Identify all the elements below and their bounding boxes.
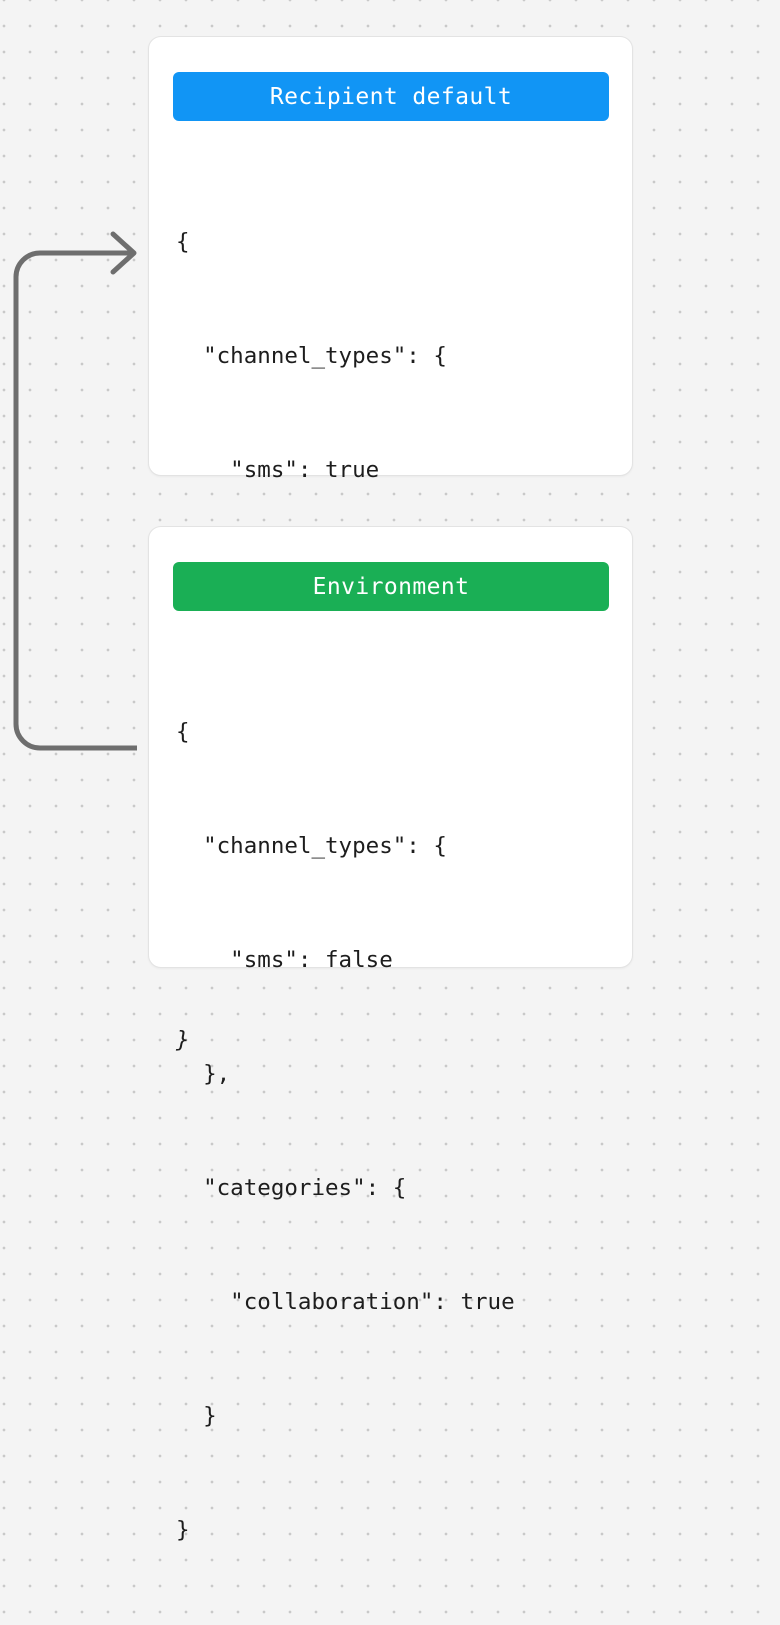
card-header-label: Recipient default [269, 83, 513, 110]
code-line: "channel_types": { [176, 343, 447, 369]
code-line: "categories": { [176, 1175, 407, 1201]
code-line: }, [176, 1061, 231, 1087]
card-header-environment: Environment [173, 562, 609, 611]
connector-path [13, 250, 137, 751]
code-line: } [176, 1403, 217, 1429]
code-line: "sms": false [176, 947, 393, 973]
code-line: { [176, 229, 190, 255]
code-line: "sms": true [176, 457, 380, 483]
arrowhead-icon [110, 231, 137, 275]
diagram-canvas: Recipient default { "channel_types": { "… [13, 36, 633, 1543]
card-header-recipient-default: Recipient default [173, 72, 609, 121]
card-header-label: Environment [312, 573, 470, 600]
code-line: } [176, 1517, 190, 1543]
json-code-environment: { "channel_types": { "sms": false }, "ca… [176, 637, 620, 1625]
card-environment[interactable]: Environment { "channel_types": { "sms": … [148, 526, 633, 1543]
code-line: "channel_types": { [176, 833, 447, 859]
card-recipient-default[interactable]: Recipient default { "channel_types": { "… [148, 36, 633, 1053]
code-line: { [176, 719, 190, 745]
code-line: "collaboration": true [176, 1289, 515, 1315]
